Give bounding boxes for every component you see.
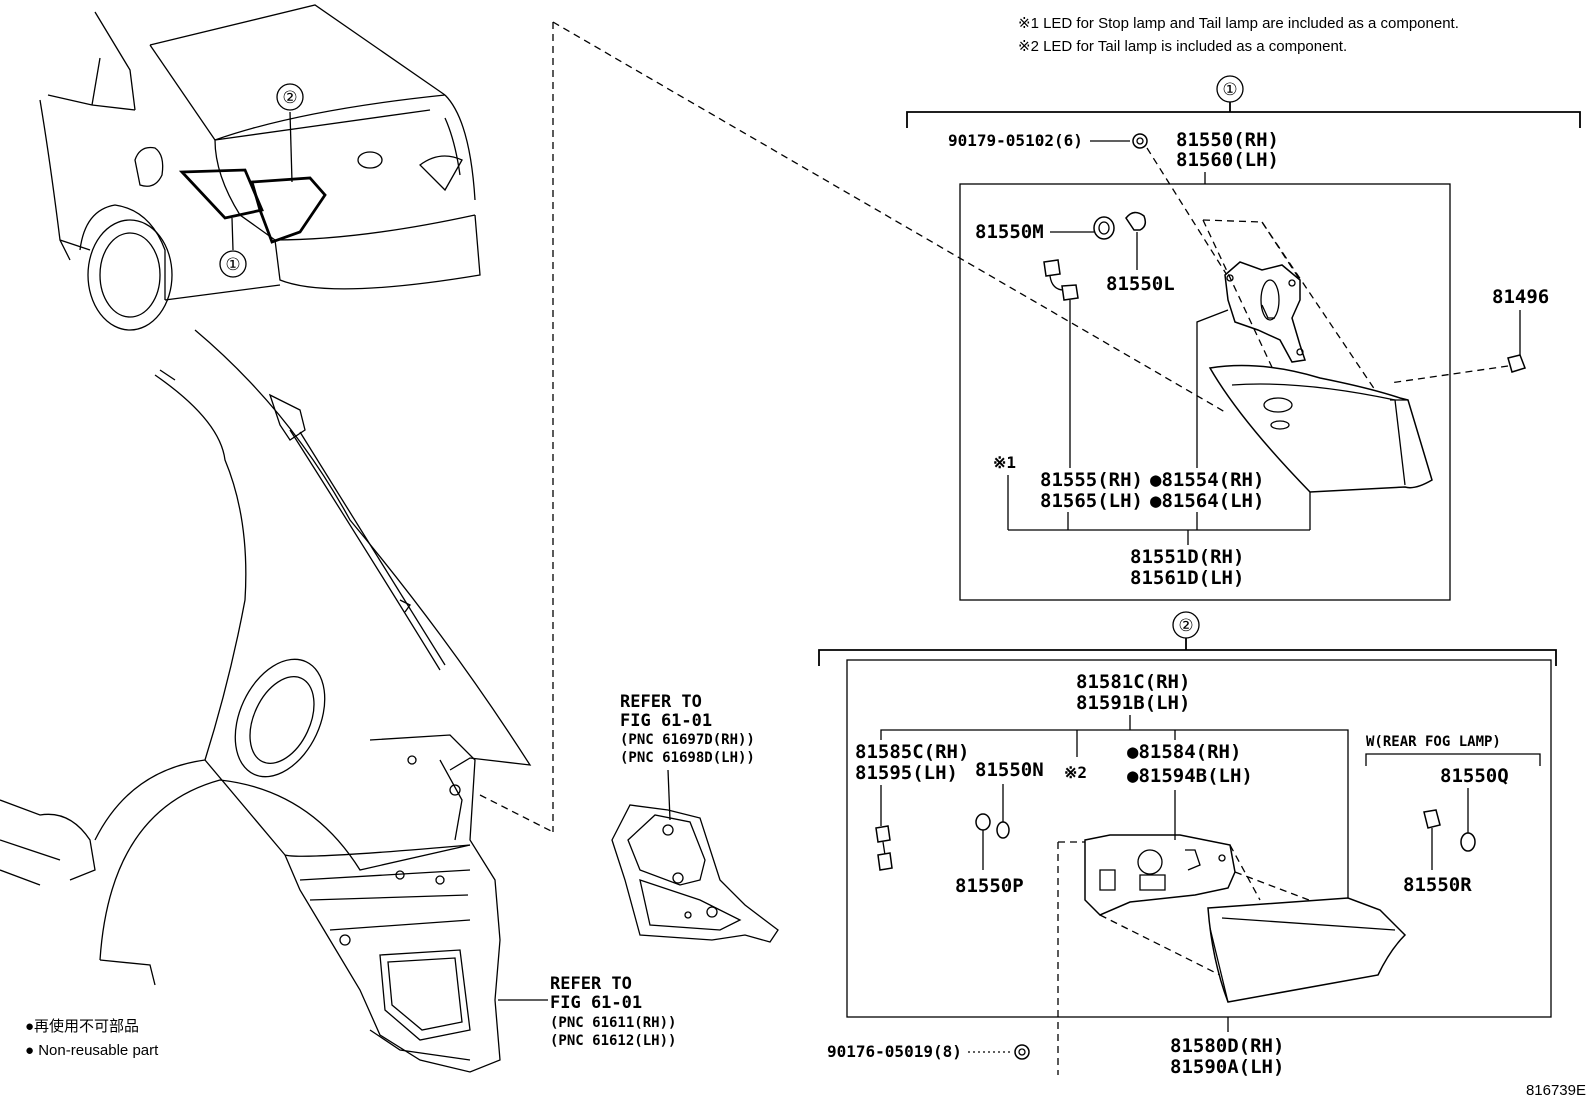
label-81565-lh: 81565(LH) [1040, 490, 1143, 512]
screw-90176-icon [1014, 1044, 1030, 1060]
bulb-81550L-icon [1125, 211, 1147, 231]
ref-a-line3: (PNC 61697D(RH)) [620, 732, 755, 748]
legend-english: ● Non-reusable part [25, 1042, 159, 1059]
assembly-1-callout: ① [1222, 80, 1237, 99]
label-81550-rh: 81550(RH) [1176, 129, 1279, 151]
ref-b-line3: (PNC 61611(RH)) [550, 1015, 676, 1031]
bulb-81550Q-icon [1460, 832, 1476, 852]
label-81591B-lh: 81591B(LH) [1076, 692, 1190, 714]
label-81550L: 81550L [1106, 273, 1175, 295]
clip-81496-icon [1507, 354, 1526, 373]
assembly-2: ② 81581C(RH) 81591B(LH) 81585C(RH) 81595… [818, 611, 1557, 1078]
label-81581C-rh: 81581C(RH) [1076, 671, 1190, 693]
assembly-2-callout: ② [1178, 616, 1193, 635]
label-90179-05102: 90179-05102(6) [948, 131, 1083, 150]
label-81550M: 81550M [975, 221, 1044, 243]
mark-1: ※1 [993, 453, 1016, 472]
label-81561D-lh: 81561D(LH) [1130, 567, 1244, 589]
ref-a-line2: FIG 61-01 [620, 711, 712, 731]
label-90176-05019: 90176-05019(8) [827, 1042, 962, 1061]
label-81564-lh: ●81564(LH) [1150, 490, 1264, 512]
assembly-1: ① 90179-05102(6) 81550(RH) 81560(LH) 815… [906, 75, 1581, 601]
socket-81550M-icon [1093, 216, 1115, 240]
refer-to-a: REFER TO FIG 61-01 (PNC 61697D(RH)) (PNC… [620, 692, 755, 766]
ref-a-line1: REFER TO [620, 692, 702, 712]
label-81551D-rh: 81551D(RH) [1130, 546, 1244, 568]
bulb-81550N-icon [996, 821, 1010, 839]
label-81496: 81496 [1492, 286, 1549, 308]
socket-81550P-icon [975, 813, 991, 831]
ref-a-line4: (PNC 61698D(LH)) [620, 750, 755, 766]
label-81554-rh: ●81554(RH) [1150, 469, 1264, 491]
label-81584-rh: ●81584(RH) [1127, 741, 1241, 763]
label-81550P: 81550P [955, 875, 1024, 897]
rear-side-panel-illustration [611, 769, 779, 943]
socket-81550R-icon [1423, 809, 1441, 829]
label-81580D-rh: 81580D(RH) [1170, 1035, 1284, 1057]
wire-harness-icon [1043, 259, 1061, 277]
note-1: ※1 LED for Stop lamp and Tail lamp are i… [1018, 15, 1459, 32]
ref-b-line1: REFER TO [550, 974, 632, 994]
label-81560-lh: 81560(LH) [1176, 149, 1279, 171]
label-81555-rh: 81555(RH) [1040, 469, 1143, 491]
diagram-id: 816739E [1526, 1082, 1586, 1099]
label-81550N: 81550N [975, 759, 1044, 781]
label-81550Q: 81550Q [1440, 765, 1509, 787]
ref-b-line4: (PNC 61612(LH)) [550, 1033, 676, 1049]
label-81590A-lh: 81590A(LH) [1170, 1056, 1284, 1078]
label-81595-lh: 81595(LH) [855, 762, 958, 784]
quarter-panel-illustration [0, 329, 548, 1073]
screw-90179-icon [1132, 133, 1148, 149]
car-rear-illustration: ② ① [39, 4, 481, 331]
back-door-lamp-lens [1207, 897, 1407, 1003]
mark-2: ※2 [1064, 763, 1087, 782]
label-81550R: 81550R [1403, 874, 1472, 896]
legend-japanese: ●再使用不可部品 [25, 1018, 139, 1035]
label-81585C-rh: 81585C(RH) [855, 741, 969, 763]
car-callout-1: ① [225, 255, 240, 274]
car-callout-2: ② [282, 88, 297, 107]
fog-lamp-label: W(REAR FOG LAMP) [1366, 734, 1501, 750]
refer-to-b: REFER TO FIG 61-01 (PNC 61611(RH)) (PNC … [550, 974, 676, 1049]
tail-lamp-lens [1208, 364, 1433, 493]
harness-81585C-icon [875, 825, 891, 843]
label-81594B-lh: ●81594B(LH) [1127, 765, 1253, 787]
ref-b-line2: FIG 61-01 [550, 993, 642, 1013]
note-2: ※2 LED for Tail lamp is included as a co… [1018, 38, 1347, 55]
